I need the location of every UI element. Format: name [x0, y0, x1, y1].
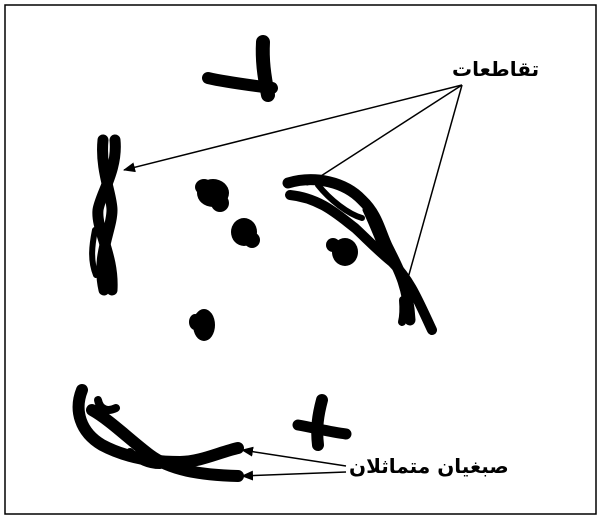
chromosome-bottom-right: [298, 400, 346, 445]
chromosome-left-pair: [92, 140, 115, 290]
arrow-to-left-chiasma: [124, 85, 462, 170]
arrow-to-homolog-1: [242, 450, 346, 466]
homologs-arrows: [242, 450, 346, 476]
chromosome-top: [208, 42, 272, 95]
arrow-to-homolog-2: [242, 472, 346, 476]
chromosome-right-pair: [288, 180, 432, 330]
label-crossings: تقاطعات: [452, 57, 539, 81]
chromosome-bottom-pair: [79, 390, 238, 476]
label-homologous-chromosomes: صبغيان متماثلان: [349, 454, 509, 478]
